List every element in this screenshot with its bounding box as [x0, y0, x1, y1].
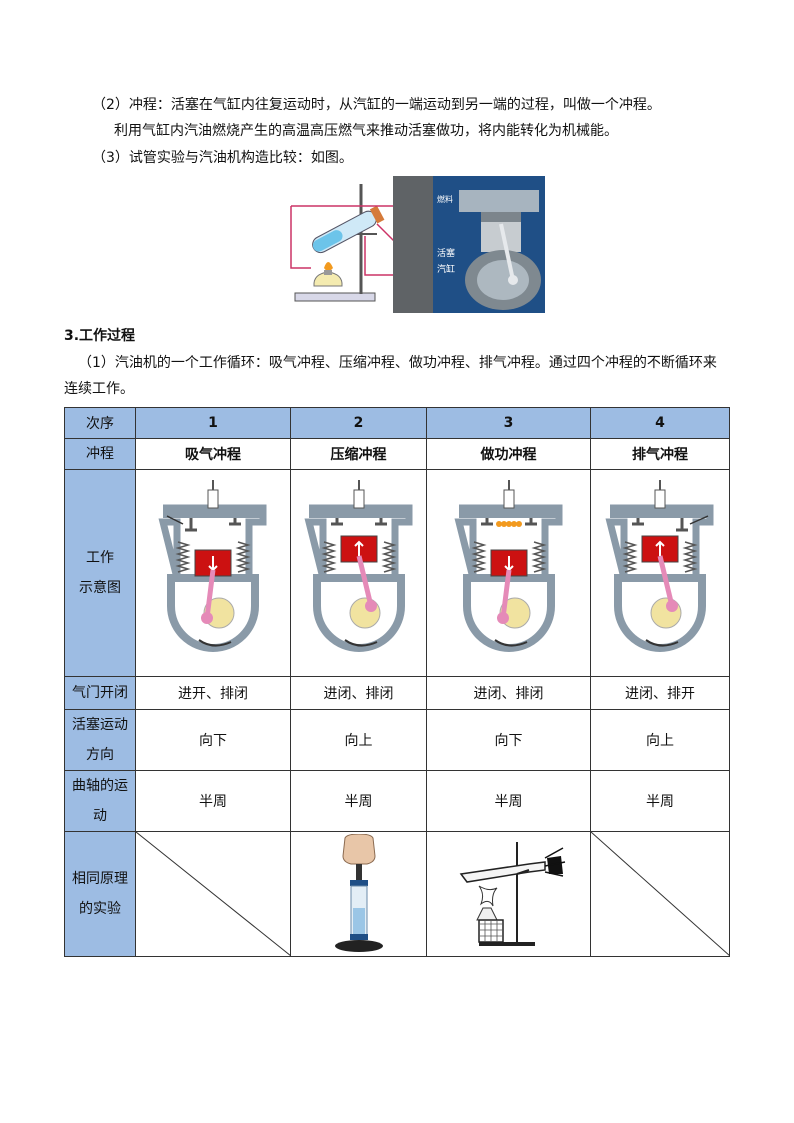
experiment-empty-4	[590, 831, 730, 957]
paragraph-stroke-definition: （2）冲程：活塞在气缸内往复运动时，从汽缸的一端运动到另一端的过程，叫做一个冲程…	[92, 97, 661, 113]
crank-3: 半周	[426, 770, 591, 832]
crank-pin	[496, 612, 509, 624]
rotation-arrow	[645, 639, 679, 647]
crank-pin	[364, 600, 377, 612]
crankcase	[614, 574, 706, 652]
crank-1: 半周	[135, 770, 291, 832]
connecting-rod	[500, 569, 511, 619]
intake-spring	[175, 541, 191, 573]
connecting-rod	[657, 555, 675, 607]
stroke-intake: 吸气冲程	[135, 438, 291, 470]
experiment-empty-1	[135, 831, 291, 957]
exhaust-spring	[380, 541, 397, 573]
valve-4: 进闭、排开	[590, 676, 730, 710]
diagram-compression	[290, 469, 427, 677]
crankcase	[167, 574, 259, 652]
crank-4: 半周	[590, 770, 730, 832]
test-tube	[312, 205, 385, 254]
spark-burst-icon	[495, 521, 502, 527]
spark-burst-icon	[510, 521, 517, 527]
exhaust-flow-arrow	[689, 515, 709, 525]
piston-4: 向上	[590, 709, 730, 771]
stroke-power: 做功冲程	[426, 438, 591, 470]
intake-flow-arrow	[166, 515, 184, 525]
diagonal-line	[591, 832, 730, 956]
order-1: 1	[135, 407, 291, 439]
spark-plug-icon	[654, 489, 666, 509]
air-pump-experiment-icon	[334, 834, 383, 952]
valve-1: 进开、排闭	[135, 676, 291, 710]
test-tube-experiment-icon	[459, 842, 565, 946]
section-heading: 3.工作过程	[64, 328, 136, 344]
head-cap	[308, 506, 409, 518]
test-tube-engine-comparison-figure: 燃料 活塞 汽缸	[281, 176, 545, 313]
exhaust-spring	[235, 541, 251, 573]
rotation-arrow	[343, 639, 377, 647]
head-cap	[610, 506, 710, 518]
piston-label: 活塞	[437, 247, 455, 258]
spark-burst-icon	[500, 521, 507, 527]
experiment-pump	[290, 831, 427, 957]
diagram-label: 工作示意图	[64, 469, 136, 677]
spark-plug-icon	[353, 489, 364, 509]
crank-pin	[201, 612, 213, 624]
diagram-power	[426, 469, 591, 677]
order-header: 次序	[64, 407, 136, 439]
piston-arrow-head	[353, 540, 364, 547]
spark-burst-icon	[515, 521, 522, 527]
spark-plug-icon	[207, 489, 219, 509]
crankcase	[462, 574, 555, 652]
connecting-rod	[356, 555, 373, 607]
experiment-label: 相同原理的实验	[64, 831, 136, 957]
engine-compression-diagram	[304, 480, 412, 652]
paragraph-comparison: （3）试管实验与汽油机构造比较：如图。	[92, 150, 353, 166]
rotation-arrow	[493, 639, 527, 647]
fuel-label: 燃料	[437, 194, 453, 204]
head-cap	[458, 506, 559, 518]
engine-power-diagram	[454, 480, 562, 652]
crank-label: 曲轴的运动	[64, 770, 136, 832]
stroke-exhaust: 排气冲程	[590, 438, 730, 470]
diagram-exhaust	[590, 469, 730, 677]
order-4: 4	[590, 407, 730, 439]
crankcase	[312, 574, 405, 652]
engine-stroke-table: 次序 1 2 3 4 冲程 吸气冲程 压缩冲程 做功冲程 排气冲程 工作示意图 …	[64, 407, 730, 957]
crank-2: 半周	[290, 770, 427, 832]
stroke-label: 冲程	[64, 438, 136, 470]
piston-2: 向上	[290, 709, 427, 771]
valve-3: 进闭、排闭	[426, 676, 591, 710]
intake-spring	[320, 541, 337, 573]
rotation-arrow	[198, 639, 232, 647]
diagonal-line	[136, 832, 291, 956]
exhaust-spring	[530, 541, 547, 573]
order-2: 2	[290, 407, 427, 439]
piston-3: 向下	[426, 709, 591, 771]
valve-label: 气门开闭	[64, 676, 136, 710]
piston-direction-label: 活塞运动方向	[64, 709, 136, 771]
valve-2: 进闭、排闭	[290, 676, 427, 710]
paragraph-work-cycle: （1）汽油机的一个工作循环：吸气冲程、压缩冲程、做功冲程、排气冲程。通过四个冲程…	[78, 355, 717, 371]
piston-1: 向下	[135, 709, 291, 771]
intake-spring	[622, 541, 638, 573]
paragraph-work-cycle-cont: 连续工作。	[64, 381, 134, 397]
piston-arrow-head	[655, 540, 665, 547]
order-3: 3	[426, 407, 591, 439]
stroke-compression: 压缩冲程	[290, 438, 427, 470]
experiment-test-tube	[426, 831, 591, 957]
engine-intake-diagram	[158, 480, 267, 652]
connecting-rod	[204, 569, 216, 619]
exhaust-spring	[682, 541, 698, 573]
diagram-intake	[135, 469, 291, 677]
engine-exhaust-diagram	[605, 480, 714, 652]
paragraph-energy-conversion: 利用气缸内汽油燃烧产生的高温高压燃气来推动活塞做功，将内能转化为机械能。	[114, 123, 618, 139]
head-cap	[163, 506, 263, 518]
spark-plug-icon	[503, 489, 514, 509]
spark-burst-icon	[505, 521, 512, 527]
cylinder-label: 汽缸	[437, 263, 455, 274]
crank-pin	[666, 600, 678, 612]
intake-spring	[470, 541, 487, 573]
